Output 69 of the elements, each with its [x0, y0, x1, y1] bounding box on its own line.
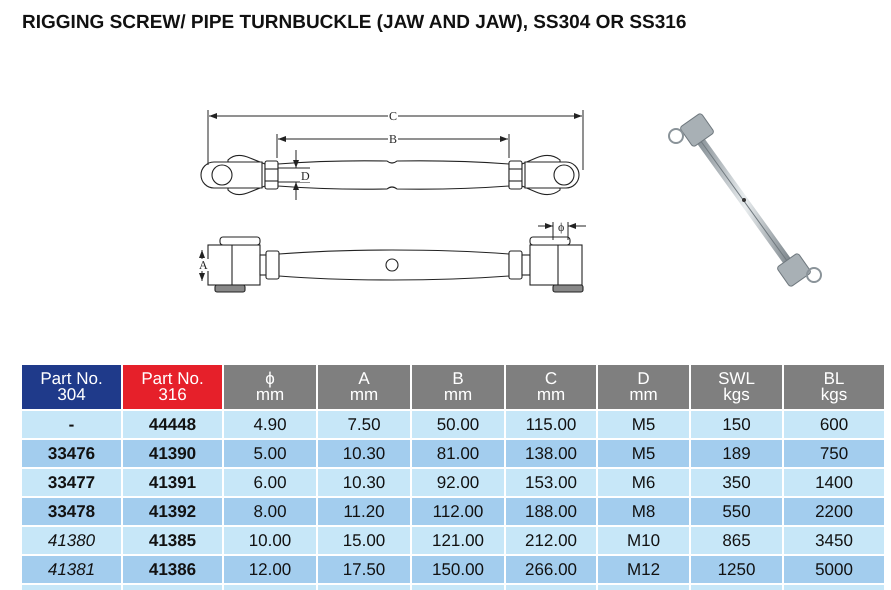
table-cell: 41381	[22, 556, 123, 585]
table-cell: 81.00	[412, 440, 506, 469]
table-cell: 112.00	[412, 498, 506, 527]
page-title: RIGGING SCREW/ PIPE TURNBUCKLE (JAW AND JAW), SS304 OR SS316	[22, 12, 686, 34]
table-cell: M5	[598, 411, 691, 440]
header-cell: A mm	[318, 365, 412, 411]
table-cell: M10	[598, 527, 691, 556]
table-cell: 3450	[784, 527, 886, 556]
table-cell: 33477	[22, 469, 123, 498]
table-cell: 41391	[123, 469, 224, 498]
header-cell: Part No. 316	[123, 365, 224, 411]
table-cell: 6.00	[224, 469, 318, 498]
table-cell: 33476	[22, 440, 123, 469]
table-cell: 750	[784, 440, 886, 469]
table-cell: 121.00	[412, 527, 506, 556]
table-cell: 12.00	[224, 556, 318, 585]
table-cell: 266.00	[506, 556, 598, 585]
table-cell: 10.00	[224, 527, 318, 556]
table-cell: 41390	[123, 440, 224, 469]
table-cell: 188.00	[506, 498, 598, 527]
header-cell: B mm	[412, 365, 506, 411]
table-cell: 350	[691, 469, 784, 498]
table-cell: 41386	[123, 556, 224, 585]
table-cell: 189	[691, 440, 784, 469]
header-cell: SWL kgs	[691, 365, 784, 411]
table-cell: 15.00	[318, 527, 412, 556]
table-cell: 92.00	[412, 469, 506, 498]
table-cell: 212.00	[506, 527, 598, 556]
table-cell: 5000	[784, 556, 886, 585]
dimension-label: B	[388, 133, 398, 145]
table-cell: 2200	[784, 498, 886, 527]
table-cell: 17.50	[318, 556, 412, 585]
dimension-label: C	[388, 110, 398, 122]
table-cell: 11.20	[318, 498, 412, 527]
table-cell: M6	[598, 469, 691, 498]
table-cell: 115.00	[506, 411, 598, 440]
table-cell: 41392	[123, 498, 224, 527]
dimension-label: A	[198, 259, 209, 271]
table-cell: 10.30	[318, 469, 412, 498]
table-cell: 33478	[22, 498, 123, 527]
dimension-label: D	[300, 170, 311, 182]
table-cell: 150	[691, 411, 784, 440]
table-cell: 50.00	[412, 411, 506, 440]
header-cell: Part No. 304	[22, 365, 123, 411]
header-cell: C mm	[506, 365, 598, 411]
table-cell: 4.90	[224, 411, 318, 440]
table-cell: 153.00	[506, 469, 598, 498]
table-cell: 10.30	[318, 440, 412, 469]
table-cell: 8.00	[224, 498, 318, 527]
header-cell: ϕ mm	[224, 365, 318, 411]
table-cell: 7.50	[318, 411, 412, 440]
table-cell: M5	[598, 440, 691, 469]
table-cell: 5.00	[224, 440, 318, 469]
table-cell: 1400	[784, 469, 886, 498]
table-cell: -	[22, 411, 123, 440]
table-cell: M12	[598, 556, 691, 585]
table-cell: 865	[691, 527, 784, 556]
table-cell: 41380	[22, 527, 123, 556]
table-cell: 150.00	[412, 556, 506, 585]
header-cell: D mm	[598, 365, 691, 411]
table-cell: M8	[598, 498, 691, 527]
table-cell: 138.00	[506, 440, 598, 469]
table-cell: 1250	[691, 556, 784, 585]
table-cell: 600	[784, 411, 886, 440]
table-cell: 44448	[123, 411, 224, 440]
header-cell: BL kgs	[784, 365, 886, 411]
table-cell: 41385	[123, 527, 224, 556]
dimension-label: ϕ	[557, 221, 566, 233]
table-cell: 550	[691, 498, 784, 527]
